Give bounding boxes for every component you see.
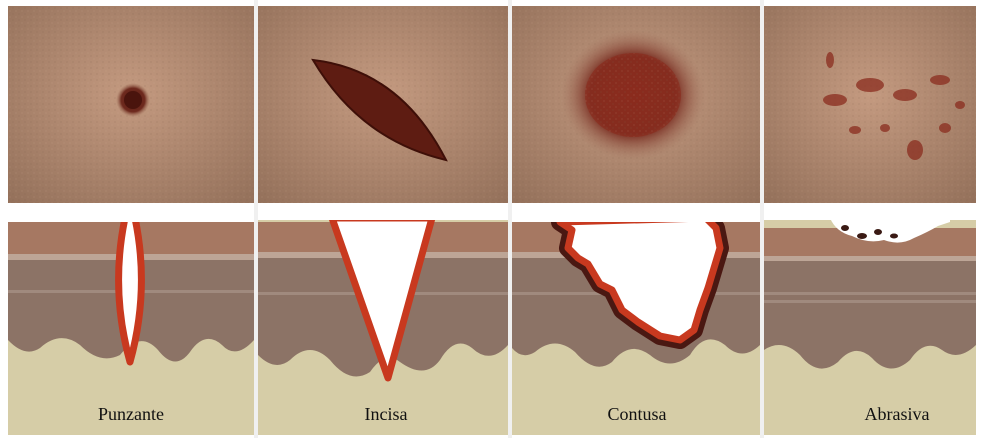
cross-section-row [8, 203, 976, 435]
surface-row [8, 6, 976, 203]
surface-panel-contusa [512, 6, 760, 203]
puncture-section [119, 218, 142, 362]
surface-panel-abrasiva [764, 6, 976, 203]
label-abrasiva: Abrasiva [865, 404, 930, 424]
section-panel-abrasiva [764, 210, 976, 435]
surface-panel-punzante [8, 6, 254, 203]
section-panel-contusa [512, 208, 760, 435]
section-panel-punzante [8, 210, 254, 435]
label-contusa: Contusa [607, 404, 666, 424]
surface-panel-incisa [258, 6, 508, 203]
label-incisa: Incisa [365, 404, 408, 424]
label-punzante: Punzante [98, 404, 164, 424]
section-panel-incisa [258, 210, 508, 435]
